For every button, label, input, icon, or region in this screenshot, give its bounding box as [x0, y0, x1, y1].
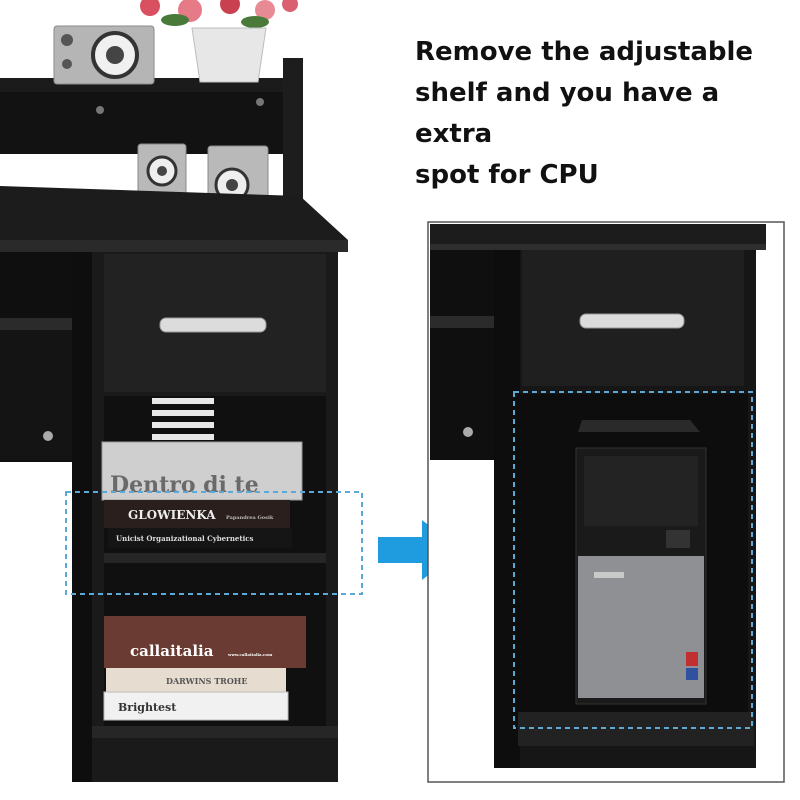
hutch-upright [283, 58, 303, 200]
drawer-handle [159, 317, 267, 333]
book-title-unicist: Unicist Organizational Cybernetics [116, 534, 254, 543]
desk-top [0, 186, 348, 252]
shelf-highlight-outline [65, 491, 363, 595]
book-title-calla: callaitalia [130, 642, 214, 660]
inset-drawer-handle [579, 313, 685, 329]
book-small-calla: www.callaitalia.com [227, 652, 273, 657]
vent-slots [152, 398, 214, 440]
book-subtitle-glowienka: Papandrea Gosik [226, 515, 274, 521]
book-title-glowienka: GLOWIENKA [128, 508, 216, 522]
cpu-spot-highlight-outline [513, 391, 753, 729]
speaker-large [53, 25, 155, 85]
pc-front-grille [578, 556, 704, 698]
left-desk-photo: Dentro di te GLOWIENKA Papandrea Gosik U… [0, 0, 363, 782]
book-stack-lower: callaitalia www.callaitalia.com DARWINS … [103, 616, 306, 721]
book-title-darwin: DARWINS TROHE [166, 676, 247, 686]
pc-tower [575, 420, 707, 705]
book-stack-upper: Dentro di te GLOWIENKA Papandrea Gosik U… [101, 441, 303, 548]
book-title-brightest: Brightest [118, 701, 177, 714]
adjustable-shelf [104, 553, 326, 563]
right-inset-photo [427, 221, 785, 783]
caption-text: Remove the adjustable shelf and you have… [415, 37, 754, 190]
flower-pot [140, 0, 298, 83]
book-title-dentro: Dentro di te [110, 472, 259, 498]
